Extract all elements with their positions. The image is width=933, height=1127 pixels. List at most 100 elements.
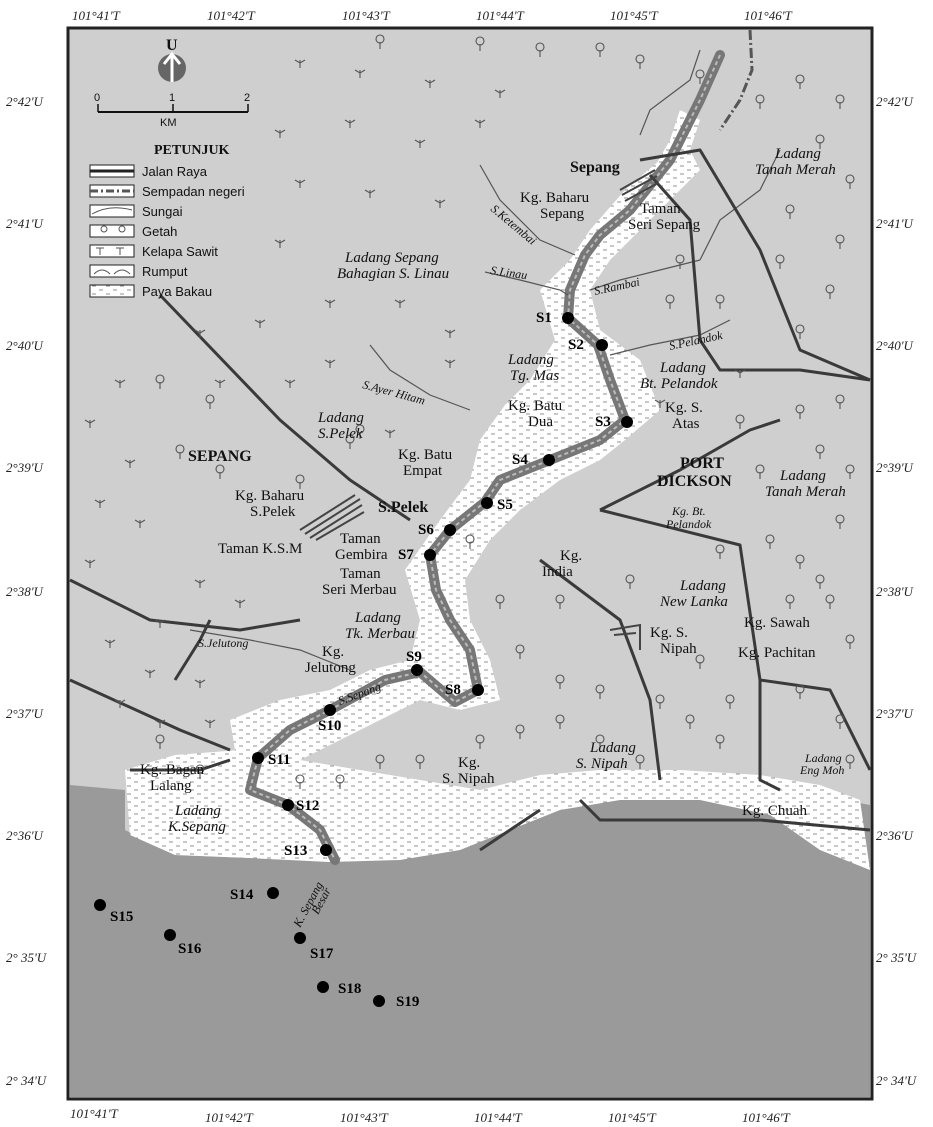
coords-left: 2°42'U 2°41'U 2°40'U 2°39'U 2°38'U 2°37'… <box>6 94 48 1088</box>
label-ladang-tk-merbau-1: Ladang <box>354 610 401 626</box>
scale-bar: 0 1 2 KM <box>94 92 250 129</box>
coord-bottom-5: 101°45'T <box>608 1110 656 1125</box>
coord-bottom-3: 101°43'T <box>340 1110 388 1125</box>
label-ladang-bt-pelandok-2: Bt. Pelandok <box>640 376 718 392</box>
label-kg-pachitan: Kg. Pachitan <box>738 645 816 661</box>
label-port-dickson-1: PORT <box>680 455 724 472</box>
legend-item-sungai: Sungai <box>142 204 183 219</box>
legend-title: PETUNJUK <box>154 143 230 158</box>
legend-item-jalan-raya: Jalan Raya <box>142 164 208 179</box>
label-kg-chuah: Kg. Chuah <box>742 803 807 819</box>
coord-right-6: 2°37'U <box>876 706 914 721</box>
station-s8-label: S8 <box>445 682 461 698</box>
label-ladang-new-lanka-2: New Lanka <box>659 594 728 610</box>
label-s-pelek: S.Pelek <box>378 499 428 516</box>
station-s5-label: S5 <box>497 497 513 513</box>
scale-unit: KM <box>160 117 177 129</box>
label-kg-india-2: India <box>542 564 573 580</box>
label-ladang-s-nipah-2: S. Nipah <box>576 756 628 772</box>
label-kg-s-atas-1: Kg. S. <box>665 400 703 416</box>
label-sepang-state: SEPANG <box>188 448 252 465</box>
label-kg-bagan-lalang-1: Kg. Bagan <box>140 762 205 778</box>
label-kg-baharu-sepang-2: Sepang <box>540 206 585 222</box>
label-port-dickson-2: DICKSON <box>657 473 732 490</box>
coord-top-2: 101°42'T <box>207 8 255 23</box>
coord-bottom-4: 101°44'T <box>474 1110 522 1125</box>
label-ladang-eng-moh-1: Ladang <box>804 751 842 765</box>
mangrove-estuary <box>230 150 700 790</box>
coords-bottom: 101°41'T 101°42'T 101°43'T 101°44'T 101°… <box>70 1106 790 1125</box>
label-ladang-new-lanka-1: Ladang <box>679 578 726 594</box>
station-s4-marker <box>543 454 555 466</box>
coord-bottom-1: 101°41'T <box>70 1106 118 1121</box>
station-s16-label: S16 <box>178 941 202 957</box>
station-s1-label: S1 <box>536 310 552 326</box>
coord-left-9: 2° 34'U <box>6 1073 48 1088</box>
label-ladang-eng-moh-2: Eng Moh <box>799 763 844 777</box>
station-s7-label: S7 <box>398 547 414 563</box>
label-ladang-k-sepang-2: K.Sepang <box>167 819 226 835</box>
legend-item-paya-bakau: Paya Bakau <box>142 284 212 299</box>
label-s-linau: S.Linau <box>490 263 529 282</box>
station-s12-label: S12 <box>296 798 319 814</box>
sampling-stations: S1 S2 S3 S4 S5 S6 S7 S8 S9 S10 S11 S12 S… <box>94 310 633 1010</box>
label-taman-ksm: Taman K.S.M <box>218 541 302 557</box>
station-s3-marker <box>621 416 633 428</box>
label-ladang-s-pelek-2: S.Pelek <box>318 426 363 442</box>
label-kg-jelutong-1: Kg. <box>322 644 344 660</box>
coord-left-3: 2°40'U <box>6 338 44 353</box>
coord-left-1: 2°42'U <box>6 94 44 109</box>
label-kg-s-nipah-s-2: S. Nipah <box>442 771 495 787</box>
station-s11-marker <box>252 752 264 764</box>
sea-area <box>70 778 870 1097</box>
coord-left-6: 2°37'U <box>6 706 44 721</box>
coord-top-6: 101°46'T <box>744 8 792 23</box>
legend: PETUNJUK Jalan Raya Sempadan negeri Sung… <box>89 143 245 299</box>
station-s14-marker <box>267 887 279 899</box>
station-s13-marker <box>320 844 332 856</box>
station-s9-marker <box>411 664 423 676</box>
coords-right: 2°42'U 2°41'U 2°40'U 2°39'U 2°38'U 2°37'… <box>876 94 918 1088</box>
state-boundary <box>718 29 754 131</box>
label-taman-seri-merbau-1: Taman <box>340 566 381 582</box>
label-kg-batu-empat-2: Empat <box>403 463 443 479</box>
coord-top-4: 101°44'T <box>476 8 524 23</box>
label-ladang-k-sepang-1: Ladang <box>174 803 221 819</box>
place-labels: Sepang Kg. Baharu Sepang Taman Seri Sepa… <box>140 146 846 930</box>
station-s19-marker <box>373 995 385 1007</box>
tributaries <box>189 49 781 671</box>
label-kg-batu-dua-2: Dua <box>528 414 553 430</box>
coord-bottom-6: 101°46'T <box>742 1110 790 1125</box>
coord-right-7: 2°36'U <box>876 828 914 843</box>
coord-top-5: 101°45'T <box>610 8 658 23</box>
coord-right-5: 2°38'U <box>876 584 914 599</box>
coord-bottom-2: 101°42'T <box>205 1110 253 1125</box>
label-kg-baharu-spelek-2: S.Pelek <box>250 504 296 520</box>
station-s4-label: S4 <box>512 452 528 468</box>
label-ladang-s-pelek-1: Ladang <box>317 410 364 426</box>
label-kg-s-nipah-e-2: Nipah <box>660 641 697 657</box>
coord-top-1: 101°41'T <box>72 8 120 23</box>
mangrove-coast <box>125 750 870 870</box>
coord-right-9: 2° 34'U <box>876 1073 918 1088</box>
legend-item-rumput: Rumput <box>142 264 188 279</box>
label-ladang-bt-pelandok-1: Ladang <box>659 360 706 376</box>
legend-item-sempadan-negeri: Sempadan negeri <box>142 184 245 199</box>
coord-left-7: 2°36'U <box>6 828 44 843</box>
label-s-jelutong: S.Jelutong <box>198 636 248 650</box>
label-kg-india-1: Kg. <box>560 548 582 564</box>
label-taman-gembira-2: Gembira <box>335 547 388 563</box>
label-kg-bagan-lalang-2: Lalang <box>150 778 192 794</box>
station-s1-marker <box>562 312 574 324</box>
label-ladang-sepang-2: Bahagian S. Linau <box>337 266 449 282</box>
label-ladang-tk-merbau-2: Tk. Merbau <box>345 626 415 642</box>
label-sepang-town: Sepang <box>570 159 620 176</box>
label-kg-bt-pelandok-1: Kg. Bt. <box>671 504 706 518</box>
station-s16-marker <box>164 929 176 941</box>
label-taman-seri-sepang-2: Seri Sepang <box>628 217 701 233</box>
label-ladang-tanah-merah-top-2: Tanah Merah <box>755 162 836 178</box>
north-arrow: U <box>158 37 186 82</box>
station-s2-marker <box>596 339 608 351</box>
housing-blocks <box>299 169 659 650</box>
